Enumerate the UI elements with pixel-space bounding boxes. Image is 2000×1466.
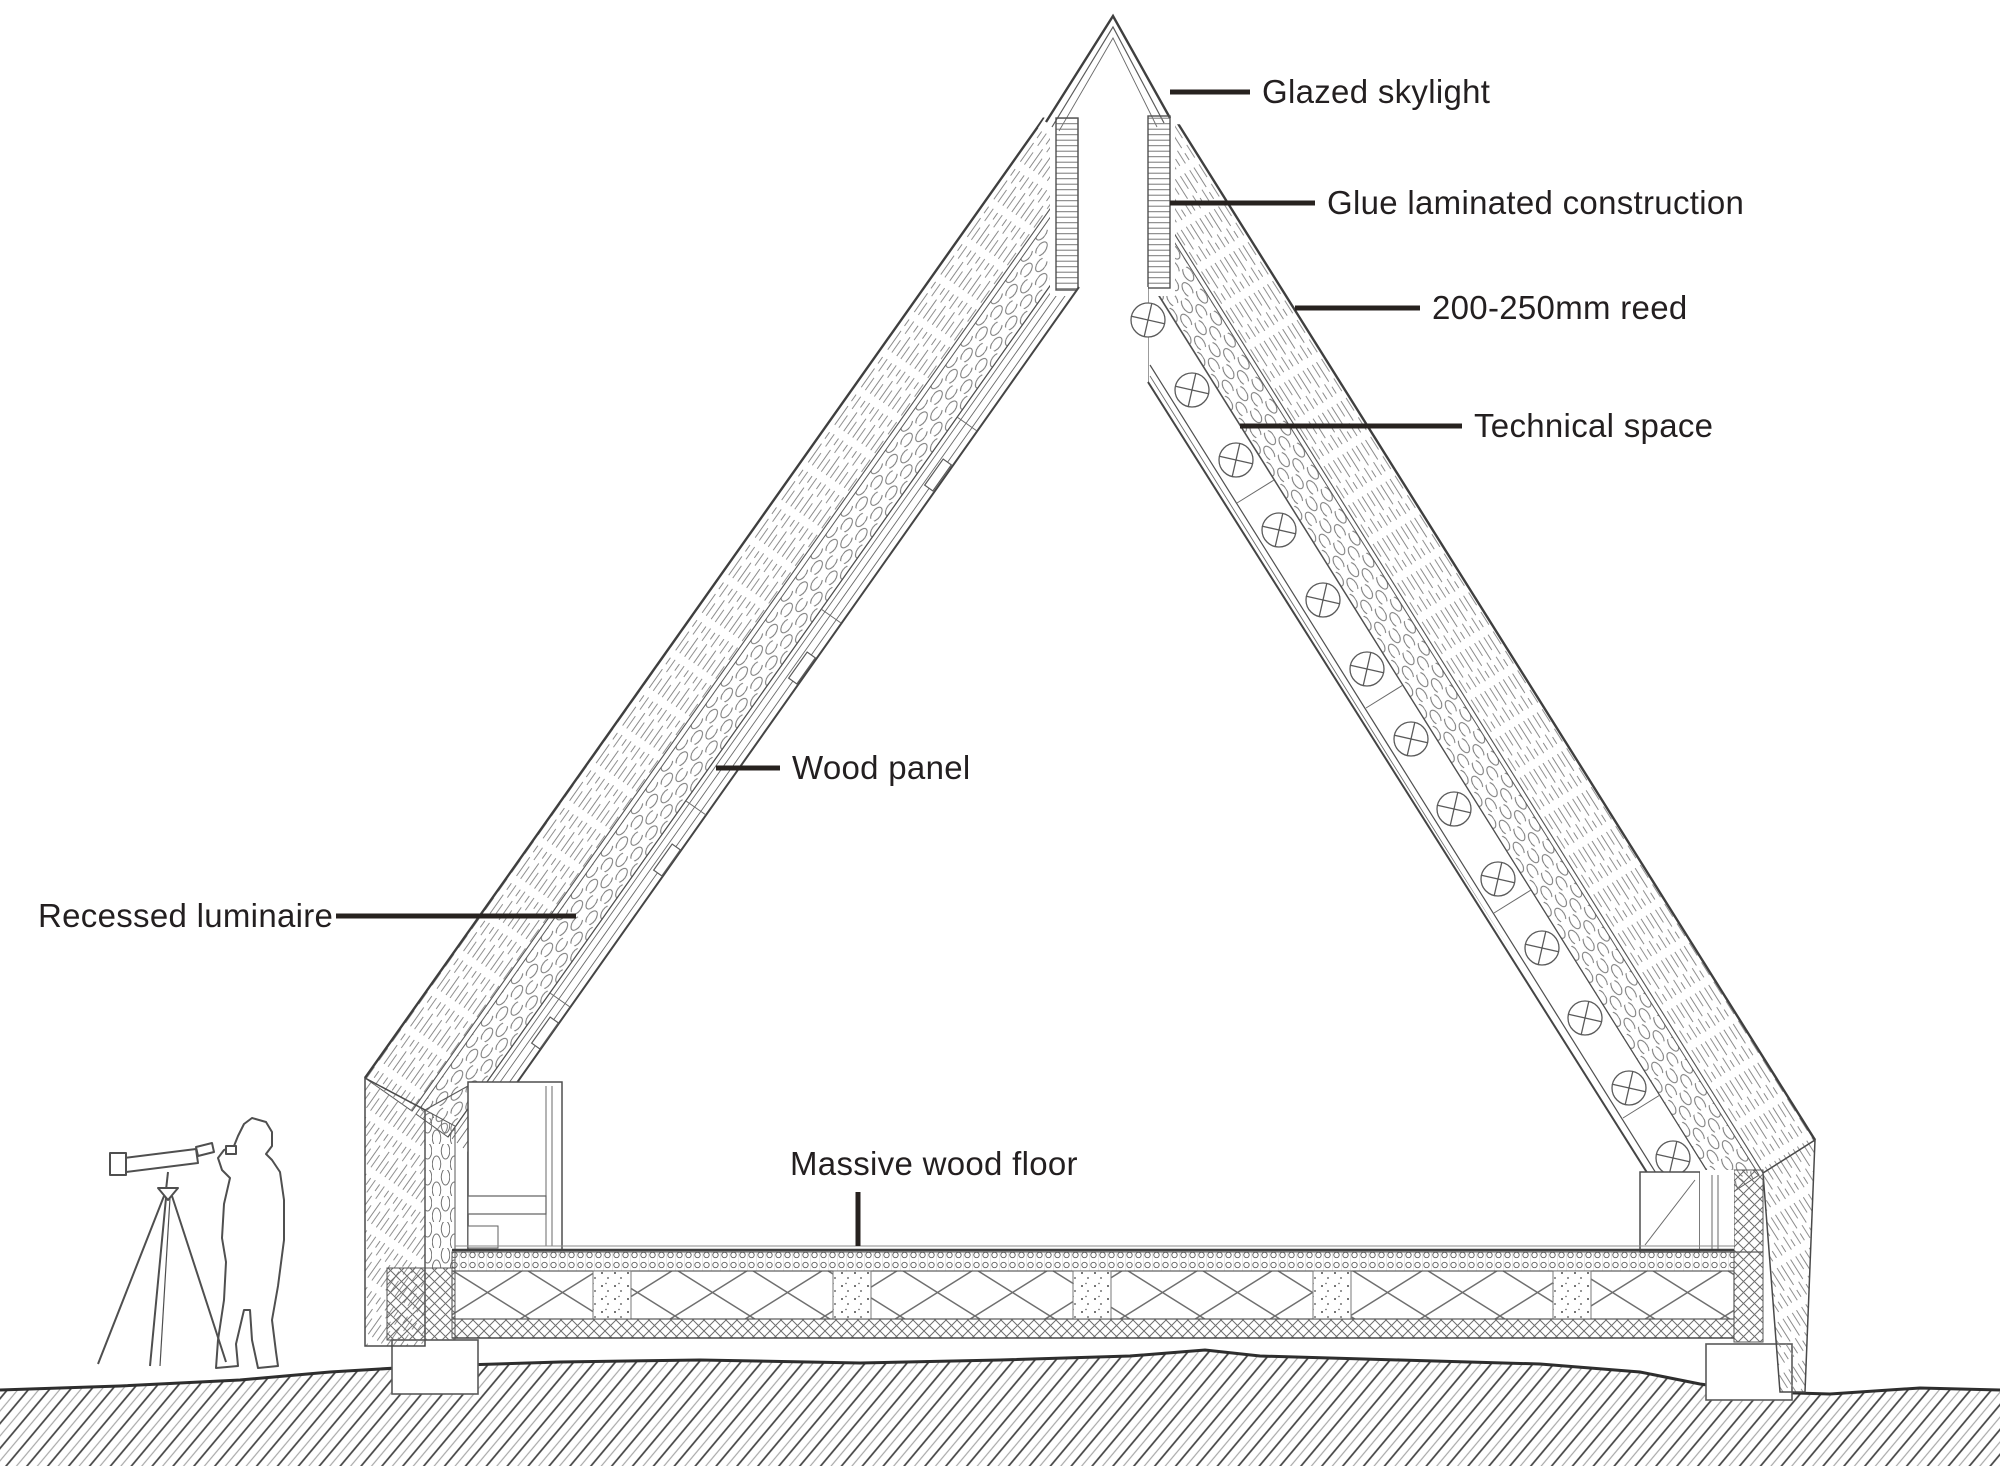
- label-massive-wood-floor: Massive wood floor: [790, 1145, 1078, 1182]
- label-glue-laminated-construction: Glue laminated construction: [1327, 184, 1745, 221]
- spotting-scope: [97, 1142, 227, 1367]
- observer-figure: [215, 1117, 285, 1369]
- label-technical-space: Technical space: [1474, 407, 1714, 444]
- leader-lines: [336, 89, 1462, 1246]
- binoculars-icon: [225, 1145, 237, 1155]
- wall-right: [1733, 1138, 1816, 1393]
- glazed-skylight-detail: [1038, 12, 1188, 132]
- eave-window-left: [467, 1081, 563, 1251]
- ground: [0, 1348, 2000, 1466]
- foundation-blocks: [391, 1339, 1793, 1401]
- label-recessed-luminaire: Recessed luminaire: [38, 897, 334, 934]
- panel-joints: [549, 416, 1661, 1119]
- label-reed-thickness: 200-250mm reed: [1432, 289, 1688, 326]
- glulam-posts: [1055, 115, 1171, 382]
- label-glazed-skylight: Glazed skylight: [1262, 73, 1491, 110]
- interior-space: [467, 286, 1690, 1253]
- roof-slope-right: [1080, 113, 1817, 1225]
- floor-assembly: [386, 1245, 1735, 1341]
- roof-slope-left: [364, 117, 1143, 1149]
- label-wood-panel: Wood panel: [792, 749, 971, 786]
